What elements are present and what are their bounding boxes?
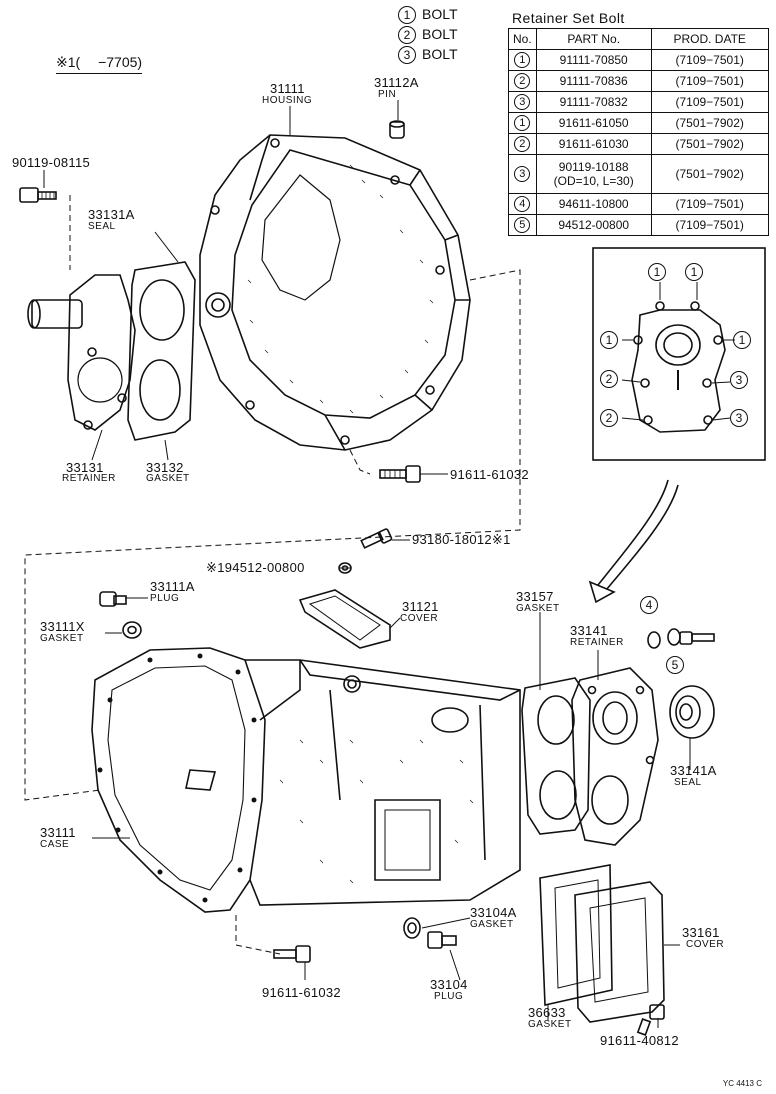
drain-plug-drawing bbox=[427, 931, 457, 949]
label-91611-40812: 91611-40812 bbox=[600, 1033, 679, 1048]
label-94512-00800: ※194512-00800 bbox=[206, 560, 305, 575]
label-31112a: 31112A bbox=[374, 75, 419, 90]
rear-seal-drawing bbox=[669, 685, 715, 739]
label-retainer-rear: RETAINER bbox=[570, 637, 624, 648]
label-seal-front: SEAL bbox=[88, 221, 116, 232]
label-90119-08115: 90119-08115 bbox=[12, 155, 90, 170]
label-housing: HOUSING bbox=[262, 95, 313, 106]
label-gasket-side: GASKET bbox=[528, 1019, 572, 1030]
label-36633: 36633 bbox=[528, 1005, 566, 1020]
label-31121: 31121 bbox=[402, 599, 439, 614]
label-33161: 33161 bbox=[682, 925, 720, 940]
top-cover-drawing bbox=[298, 589, 391, 649]
label-33131a: 33131A bbox=[88, 207, 135, 222]
callout-bolt-1: 1 bbox=[733, 331, 751, 349]
label-33141: 33141 bbox=[570, 623, 608, 638]
callout-bolt-3: 3 bbox=[730, 409, 748, 427]
transmission-case-drawing bbox=[91, 647, 521, 913]
label-91611-61032-bottom: 91611-61032 bbox=[262, 985, 341, 1000]
drain-gasket-drawing bbox=[403, 917, 421, 939]
side-gasket-drawing bbox=[539, 864, 613, 1006]
bell-housing-drawing bbox=[199, 134, 471, 451]
callout-bolt-2: 2 bbox=[600, 370, 618, 388]
drawing-code: YC 4413 C bbox=[722, 1079, 762, 1088]
rear-gasket-drawing bbox=[521, 677, 591, 835]
label-33104a: 33104A bbox=[470, 905, 517, 920]
front-retainer-drawing bbox=[27, 274, 136, 431]
label-gasket-front: GASKET bbox=[146, 473, 190, 484]
bolt-side-drawing bbox=[636, 1004, 665, 1036]
pin-drawing bbox=[389, 120, 405, 139]
washer-4-drawing bbox=[647, 628, 715, 649]
label-plug-drain: PLUG bbox=[434, 991, 464, 1002]
label-93180-18012: 93180-18012※1 bbox=[412, 532, 511, 547]
side-cover-drawing bbox=[574, 881, 665, 1023]
label-33132: 33132 bbox=[146, 460, 184, 475]
col-date: PROD. DATE bbox=[650, 28, 769, 50]
label-pin: PIN bbox=[378, 89, 397, 100]
callout-bolt-1: 1 bbox=[648, 263, 666, 281]
label-33111: 33111 bbox=[40, 825, 76, 840]
label-cover-side: COVER bbox=[686, 939, 725, 950]
label-33157: 33157 bbox=[516, 589, 554, 604]
label-seal-rear: SEAL bbox=[674, 777, 702, 788]
label-cover-top: COVER bbox=[400, 613, 439, 624]
label-33141a: 33141A bbox=[670, 763, 717, 778]
production-note: ※1( −7705) bbox=[56, 52, 143, 74]
label-case: CASE bbox=[40, 839, 70, 850]
label-33104: 33104 bbox=[430, 977, 468, 992]
bolt-90119-drawing bbox=[19, 187, 57, 203]
label-plug-top: PLUG bbox=[150, 593, 180, 604]
bolt-housing-drawing bbox=[379, 465, 421, 483]
label-gasket-plug: GASKET bbox=[40, 633, 84, 644]
label-33131: 33131 bbox=[66, 460, 104, 475]
col-no: No. bbox=[508, 28, 537, 50]
front-gasket-drawing bbox=[127, 261, 196, 441]
gasket-plug-drawing bbox=[122, 621, 142, 639]
label-31111: 31111 bbox=[270, 81, 305, 96]
callout-4: 4 bbox=[640, 596, 664, 614]
callout-bolt-1: 1 bbox=[685, 263, 703, 281]
detail-arrow bbox=[588, 479, 679, 604]
detail-box bbox=[592, 247, 766, 461]
phantom-lines bbox=[24, 195, 521, 955]
label-33111x: 33111X bbox=[40, 619, 85, 634]
callout-bolt-2: 2 bbox=[600, 409, 618, 427]
callout-bolt-1: 1 bbox=[600, 331, 618, 349]
col-part: PART No. bbox=[535, 28, 652, 50]
label-91611-61032-top: 91611-61032 bbox=[450, 467, 529, 482]
label-gasket-drain: GASKET bbox=[470, 919, 514, 930]
label-retainer-front: RETAINER bbox=[62, 473, 116, 484]
callout-5: 5 bbox=[666, 656, 690, 674]
plug-top-drawing bbox=[99, 591, 127, 607]
bolt-93180-drawing bbox=[360, 528, 393, 549]
callout-bolt-3: 3 bbox=[730, 371, 748, 389]
bolt-bottom-drawing bbox=[273, 945, 311, 963]
label-33111a: 33111A bbox=[150, 579, 195, 594]
label-gasket-rear: GASKET bbox=[516, 603, 560, 614]
leader-lines bbox=[43, 100, 691, 1028]
rear-retainer-drawing bbox=[571, 667, 659, 846]
table-title: Retainer Set Bolt bbox=[512, 10, 625, 26]
